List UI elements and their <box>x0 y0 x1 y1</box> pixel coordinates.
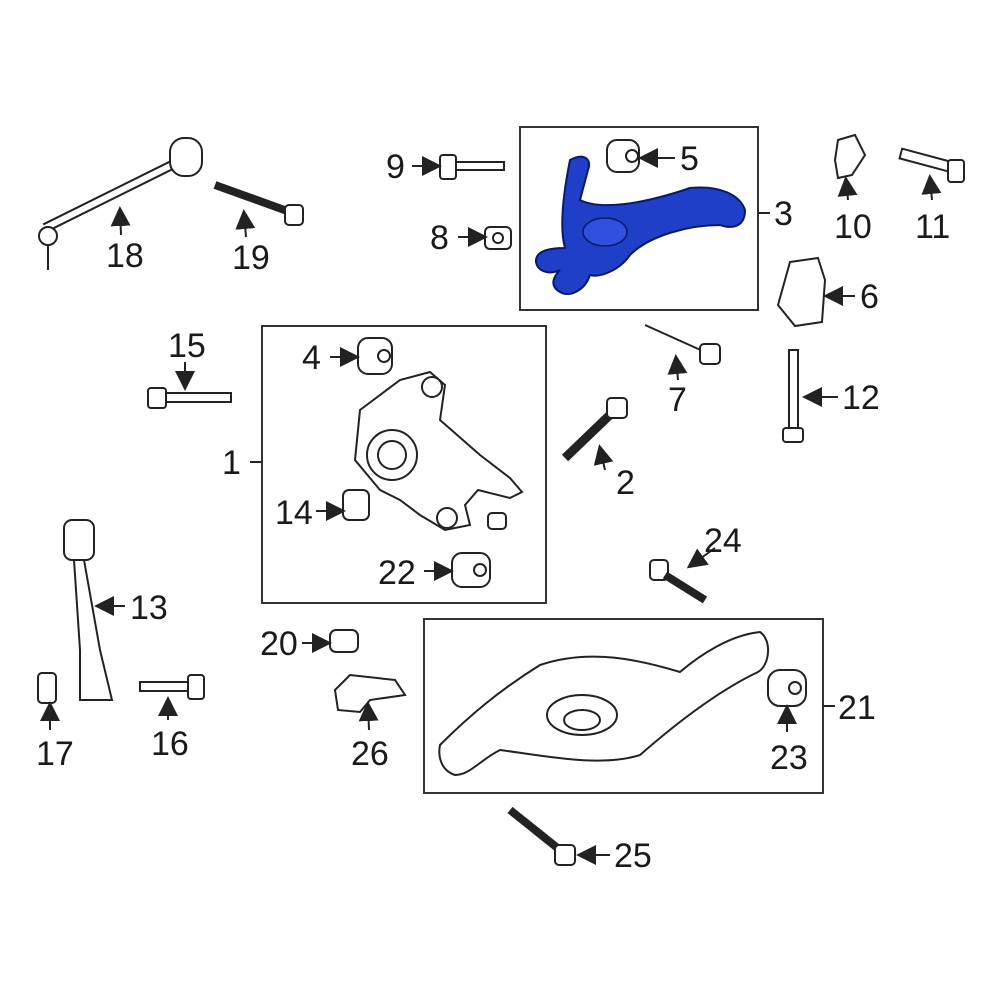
callout-5: 5 <box>680 140 699 178</box>
callout-2: 2 <box>616 464 635 502</box>
bolt-part-19[interactable] <box>213 181 304 226</box>
callout-10: 10 <box>834 208 872 246</box>
bolt-part-16[interactable] <box>139 674 205 700</box>
bushing-part-14[interactable] <box>342 489 370 521</box>
callout-11: 11 <box>915 208 950 246</box>
bushing-part-23[interactable] <box>767 669 807 707</box>
bracket-part-6[interactable] <box>776 256 827 328</box>
callout-14: 14 <box>275 494 313 532</box>
nut-small[interactable] <box>487 512 507 530</box>
callout-4: 4 <box>302 339 321 377</box>
callout-17: 17 <box>36 735 74 773</box>
callout-9: 9 <box>386 148 405 186</box>
callout-16: 16 <box>151 725 189 763</box>
callout-21: 21 <box>838 689 876 727</box>
leader-lines <box>40 148 942 865</box>
bolt-part-25[interactable] <box>507 806 576 866</box>
callout-26: 26 <box>351 735 389 773</box>
nut-part-20[interactable] <box>329 629 359 653</box>
callout-23: 23 <box>770 739 808 777</box>
knuckle-group-box <box>261 325 547 604</box>
callout-20: 20 <box>260 625 298 663</box>
bracket-part-26[interactable] <box>333 673 407 714</box>
callout-24: 24 <box>704 522 742 560</box>
upper-control-arm-part[interactable] <box>535 155 747 295</box>
bolt-part-2[interactable] <box>561 397 628 462</box>
upper-arm-group-box <box>519 126 759 311</box>
bushing-part-4[interactable] <box>357 337 393 375</box>
lower-control-arm-part-21[interactable] <box>438 630 769 777</box>
nut-part-8[interactable] <box>484 226 512 250</box>
callout-22: 22 <box>378 554 416 592</box>
callout-19: 19 <box>232 239 270 277</box>
callout-15: 15 <box>168 327 206 365</box>
bushing-part-5[interactable] <box>606 139 640 173</box>
callout-7: 7 <box>668 381 687 419</box>
clip-part-10[interactable] <box>833 133 867 180</box>
callout-labels: 1 2 3 4 5 6 7 8 9 10 11 12 13 14 15 16 1… <box>36 140 950 875</box>
callout-12: 12 <box>842 379 880 417</box>
callout-6: 6 <box>860 278 879 316</box>
callout-3: 3 <box>774 195 793 233</box>
bolt-part-24[interactable] <box>649 559 708 604</box>
link-part-13[interactable] <box>63 519 114 701</box>
tie-rod-part-18[interactable] <box>38 137 203 270</box>
callout-18: 18 <box>106 237 144 275</box>
bushing-part-22[interactable] <box>451 552 491 588</box>
bolt-part-9[interactable] <box>439 154 505 180</box>
bolt-part-12[interactable] <box>782 349 804 443</box>
bolt-part-7[interactable] <box>644 324 721 365</box>
callout-1: 1 <box>222 444 241 482</box>
nut-part-17[interactable] <box>37 672 57 704</box>
callout-25: 25 <box>614 837 652 875</box>
callout-8: 8 <box>430 219 449 257</box>
callout-13: 13 <box>130 589 168 627</box>
knuckle-part-1[interactable] <box>353 370 524 532</box>
bolt-part-15[interactable] <box>147 387 232 409</box>
bolt-part-11[interactable] <box>898 147 965 183</box>
